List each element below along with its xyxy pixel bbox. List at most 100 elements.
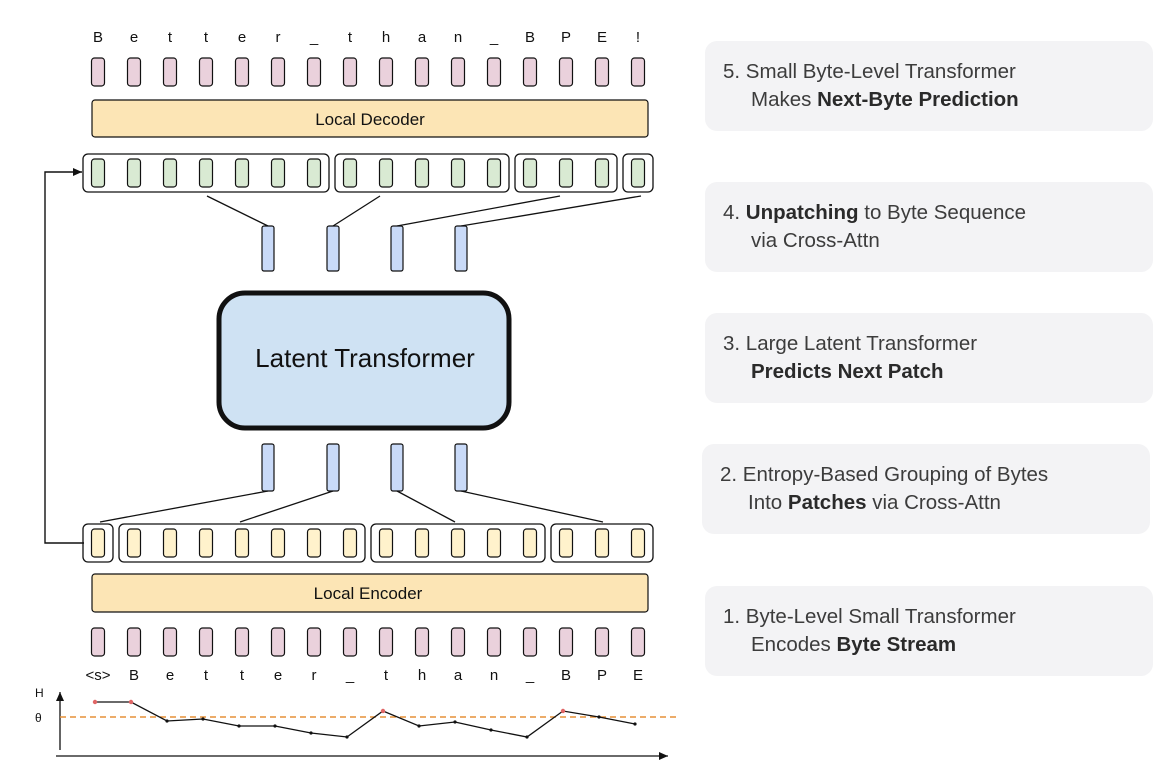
input-byte xyxy=(414,627,430,657)
unpatching-line xyxy=(460,195,642,227)
encoder-hidden-byte xyxy=(198,528,214,558)
step-line-1: 3. Large Latent Transformer xyxy=(705,330,1153,358)
decoder-hidden-byte xyxy=(342,158,358,188)
output-byte xyxy=(126,57,142,87)
decoder-patch-group xyxy=(622,153,654,193)
encoder-hidden-byte xyxy=(234,528,250,558)
step-text-line2-bold: Patches xyxy=(787,491,867,514)
input-byte-label: E xyxy=(633,667,643,684)
step-text-number: 2. xyxy=(720,463,743,486)
input-byte-label: _ xyxy=(525,667,535,684)
input-byte-label: e xyxy=(274,667,282,684)
step-text-line1-pre: Entropy-Based Grouping of Bytes xyxy=(742,463,1049,486)
input-byte-label: t xyxy=(240,667,245,684)
output-byte xyxy=(234,57,250,87)
step-line-2: via Cross-Attn xyxy=(705,227,1153,255)
decoder-hidden-byte xyxy=(270,158,286,188)
step-line-2: Predicts Next Patch xyxy=(705,358,1153,386)
output-byte xyxy=(306,57,322,87)
decoder-hidden-byte xyxy=(594,158,610,188)
entropy-point-high xyxy=(92,699,98,705)
step-text-number: 4. xyxy=(723,201,746,224)
output-byte xyxy=(594,57,610,87)
input-byte-label: P xyxy=(597,667,607,684)
input-byte xyxy=(594,627,610,657)
encoder-patch-group xyxy=(550,523,654,563)
output-byte-row xyxy=(90,57,646,87)
decoder-hidden-byte xyxy=(630,158,646,188)
output-patch xyxy=(390,225,404,272)
output-byte xyxy=(450,57,466,87)
step-text-line2-pre: Makes xyxy=(751,88,818,111)
entropy-curve xyxy=(92,699,637,739)
input-byte-label: e xyxy=(166,667,174,684)
patching-connections xyxy=(99,490,604,523)
input-byte-label: t xyxy=(204,667,209,684)
input-patch xyxy=(326,443,340,492)
input-byte-label: t xyxy=(384,667,389,684)
entropy-point xyxy=(273,724,277,728)
output-byte-label: _ xyxy=(309,29,319,46)
decoder-patch-group xyxy=(82,153,330,193)
output-byte-label: t xyxy=(168,29,173,46)
output-byte-label: B xyxy=(93,29,103,46)
step-text-line2-pre: via Cross-Attn xyxy=(751,229,880,252)
output-byte-label: e xyxy=(238,29,246,46)
latent-transformer-label: Latent Transformer xyxy=(255,343,475,373)
patching-line xyxy=(396,490,456,523)
feedback-arrow xyxy=(44,168,84,544)
local-encoder: Local Encoder xyxy=(91,573,649,613)
decoder-hidden-row xyxy=(90,158,646,188)
input-byte xyxy=(306,627,322,657)
output-patch xyxy=(261,225,275,272)
encoder-hidden-byte xyxy=(306,528,322,558)
input-byte xyxy=(522,627,538,657)
step-line-2: Makes Next-Byte Prediction xyxy=(705,86,1153,114)
decoder-hidden-byte xyxy=(234,158,250,188)
step-text-line2-pre: Into xyxy=(748,491,788,514)
input-byte-label: a xyxy=(454,667,463,684)
decoder-hidden-byte xyxy=(414,158,430,188)
input-patch xyxy=(261,443,275,492)
output-byte-label: _ xyxy=(489,29,499,46)
encoder-hidden-byte xyxy=(270,528,286,558)
input-byte-label: B xyxy=(561,667,571,684)
decoder-hidden-byte xyxy=(522,158,538,188)
encoder-hidden-row xyxy=(90,528,646,558)
step-line-1: 2. Entropy-Based Grouping of Bytes xyxy=(702,461,1150,489)
entropy-point-high xyxy=(128,699,134,705)
output-patch xyxy=(326,225,340,272)
input-patch xyxy=(454,443,468,492)
input-byte xyxy=(126,627,142,657)
output-byte-label: r xyxy=(276,29,281,46)
output-byte-label: n xyxy=(454,29,462,46)
decoder-hidden-byte xyxy=(486,158,502,188)
step-text-number: 1. xyxy=(723,605,746,628)
output-byte xyxy=(558,57,574,87)
output-byte xyxy=(630,57,646,87)
entropy-point-high xyxy=(380,708,386,714)
input-byte-label: n xyxy=(490,667,498,684)
output-byte-label: t xyxy=(204,29,209,46)
input-byte-label: h xyxy=(418,667,426,684)
entropy-point xyxy=(597,715,601,719)
encoder-hidden-byte xyxy=(414,528,430,558)
decoder-patch-group xyxy=(514,153,618,193)
input-byte xyxy=(90,627,106,657)
entropy-point xyxy=(309,731,313,735)
encoder-hidden-byte xyxy=(450,528,466,558)
step-text-line1-bold: Unpatching xyxy=(745,201,859,224)
input-byte-label: r xyxy=(312,667,317,684)
step-text-line2-bold: Next-Byte Prediction xyxy=(817,88,1019,111)
step-text-line2-pre: Encodes xyxy=(751,633,837,656)
input-byte xyxy=(558,627,574,657)
patching-line xyxy=(239,490,334,523)
decoder-hidden-byte xyxy=(198,158,214,188)
encoder-hidden-byte xyxy=(522,528,538,558)
input-byte-label: <s> xyxy=(85,667,110,684)
